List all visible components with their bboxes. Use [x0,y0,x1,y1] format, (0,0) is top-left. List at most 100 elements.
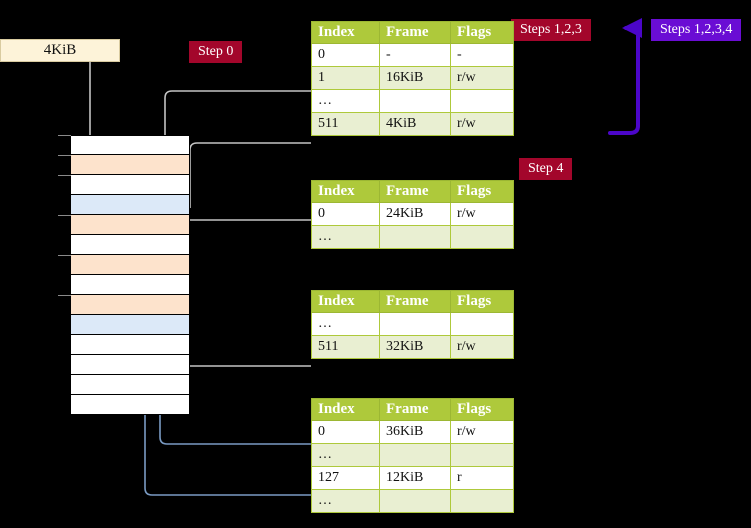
table-cell: r/w [450,202,514,226]
memory-row-tick [58,295,71,296]
table-cell: 511 [311,335,380,359]
table-cell [450,443,514,467]
table-cell: r/w [450,112,514,136]
memory-row [70,275,190,295]
table-cell [450,489,514,513]
memory-row [70,135,190,155]
table-cell: 4KiB [379,112,451,136]
table-cell: 127 [311,466,380,490]
table-cell: 511 [311,112,380,136]
table-cell [450,89,514,113]
table-cell: 0 [311,43,380,67]
table-cell: 0 [311,202,380,226]
step-4-badge: Step 4 [519,158,573,180]
table-cell [450,312,514,336]
table-cell [379,312,451,336]
kib-frame-label: 4KiB [43,42,77,58]
table-cell: r/w [450,335,514,359]
table-cell: - [450,43,514,67]
memory-row [70,195,190,215]
steps-1234-label: Steps 1,2,3,4 [660,22,733,37]
table-cell: 0 [311,420,380,444]
wire-t4-r127-to-mem [140,216,311,496]
column-header-index: Index [311,290,380,313]
table-cell: 16KiB [379,66,451,90]
column-header-frame: Frame [379,290,451,313]
memory-row [70,395,190,415]
table-cell: … [311,312,380,336]
memory-row-tick [58,255,71,256]
table-cell: 36KiB [379,420,451,444]
column-header-flags: Flags [450,21,514,44]
column-header-flags: Flags [450,398,514,421]
table-cell [379,225,451,249]
wire-t1-to-mem [160,90,311,150]
table-cell: r/w [450,66,514,90]
table-cell [450,225,514,249]
column-header-frame: Frame [379,398,451,421]
wire-t3-to-mem [173,316,311,367]
step-4-label: Step 4 [528,161,564,176]
step-0-badge: Step 0 [189,41,243,63]
table-row: … [311,312,514,336]
memory-row [70,315,190,335]
table-cell [379,489,451,513]
table-cell: 32KiB [379,335,451,359]
memory-row-tick [58,135,71,136]
column-header-flags: Flags [450,180,514,203]
table-cell: … [311,225,380,249]
table-cell: 24KiB [379,202,451,226]
column-header-index: Index [311,398,380,421]
steps-123-label: Steps 1,2,3 [520,22,582,37]
step-0-label: Step 0 [198,44,234,59]
memory-row-tick [58,175,71,176]
table-row: … [311,443,514,467]
table-cell: … [311,443,380,467]
memory-row-tick [58,215,71,216]
steps-123-badge: Steps 1,2,3 [511,19,591,41]
table-cell: … [311,489,380,513]
column-header-frame: Frame [379,180,451,203]
table-cell: 12KiB [379,466,451,490]
table-row: … [311,225,514,249]
memory-row [70,355,190,375]
memory-row-tick [58,155,71,156]
purple-bracket-arrow [608,18,642,135]
memory-row [70,295,190,315]
table-cell: r/w [450,420,514,444]
memory-row [70,375,190,395]
memory-row [70,175,190,195]
table-cell: r [450,466,514,490]
memory-grid [70,135,190,415]
memory-row [70,235,190,255]
kib-frame-box: 4KiB [0,39,120,62]
wire-t4-r0-to-mem [155,336,311,445]
memory-row [70,255,190,275]
column-header-index: Index [311,21,380,44]
wire-t1-511-run [189,142,311,208]
column-header-flags: Flags [450,290,514,313]
table-cell [379,89,451,113]
table-cell: - [379,43,451,67]
table-row: 0-- [311,43,514,67]
steps-1234-badge: Steps 1,2,3,4 [651,19,742,41]
column-header-frame: Frame [379,21,451,44]
memory-row [70,155,190,175]
table-cell [379,443,451,467]
table-cell: … [311,89,380,113]
table-row: … [311,89,514,113]
column-header-index: Index [311,180,380,203]
memory-row [70,335,190,355]
memory-row [70,215,190,235]
table-row: … [311,489,514,513]
